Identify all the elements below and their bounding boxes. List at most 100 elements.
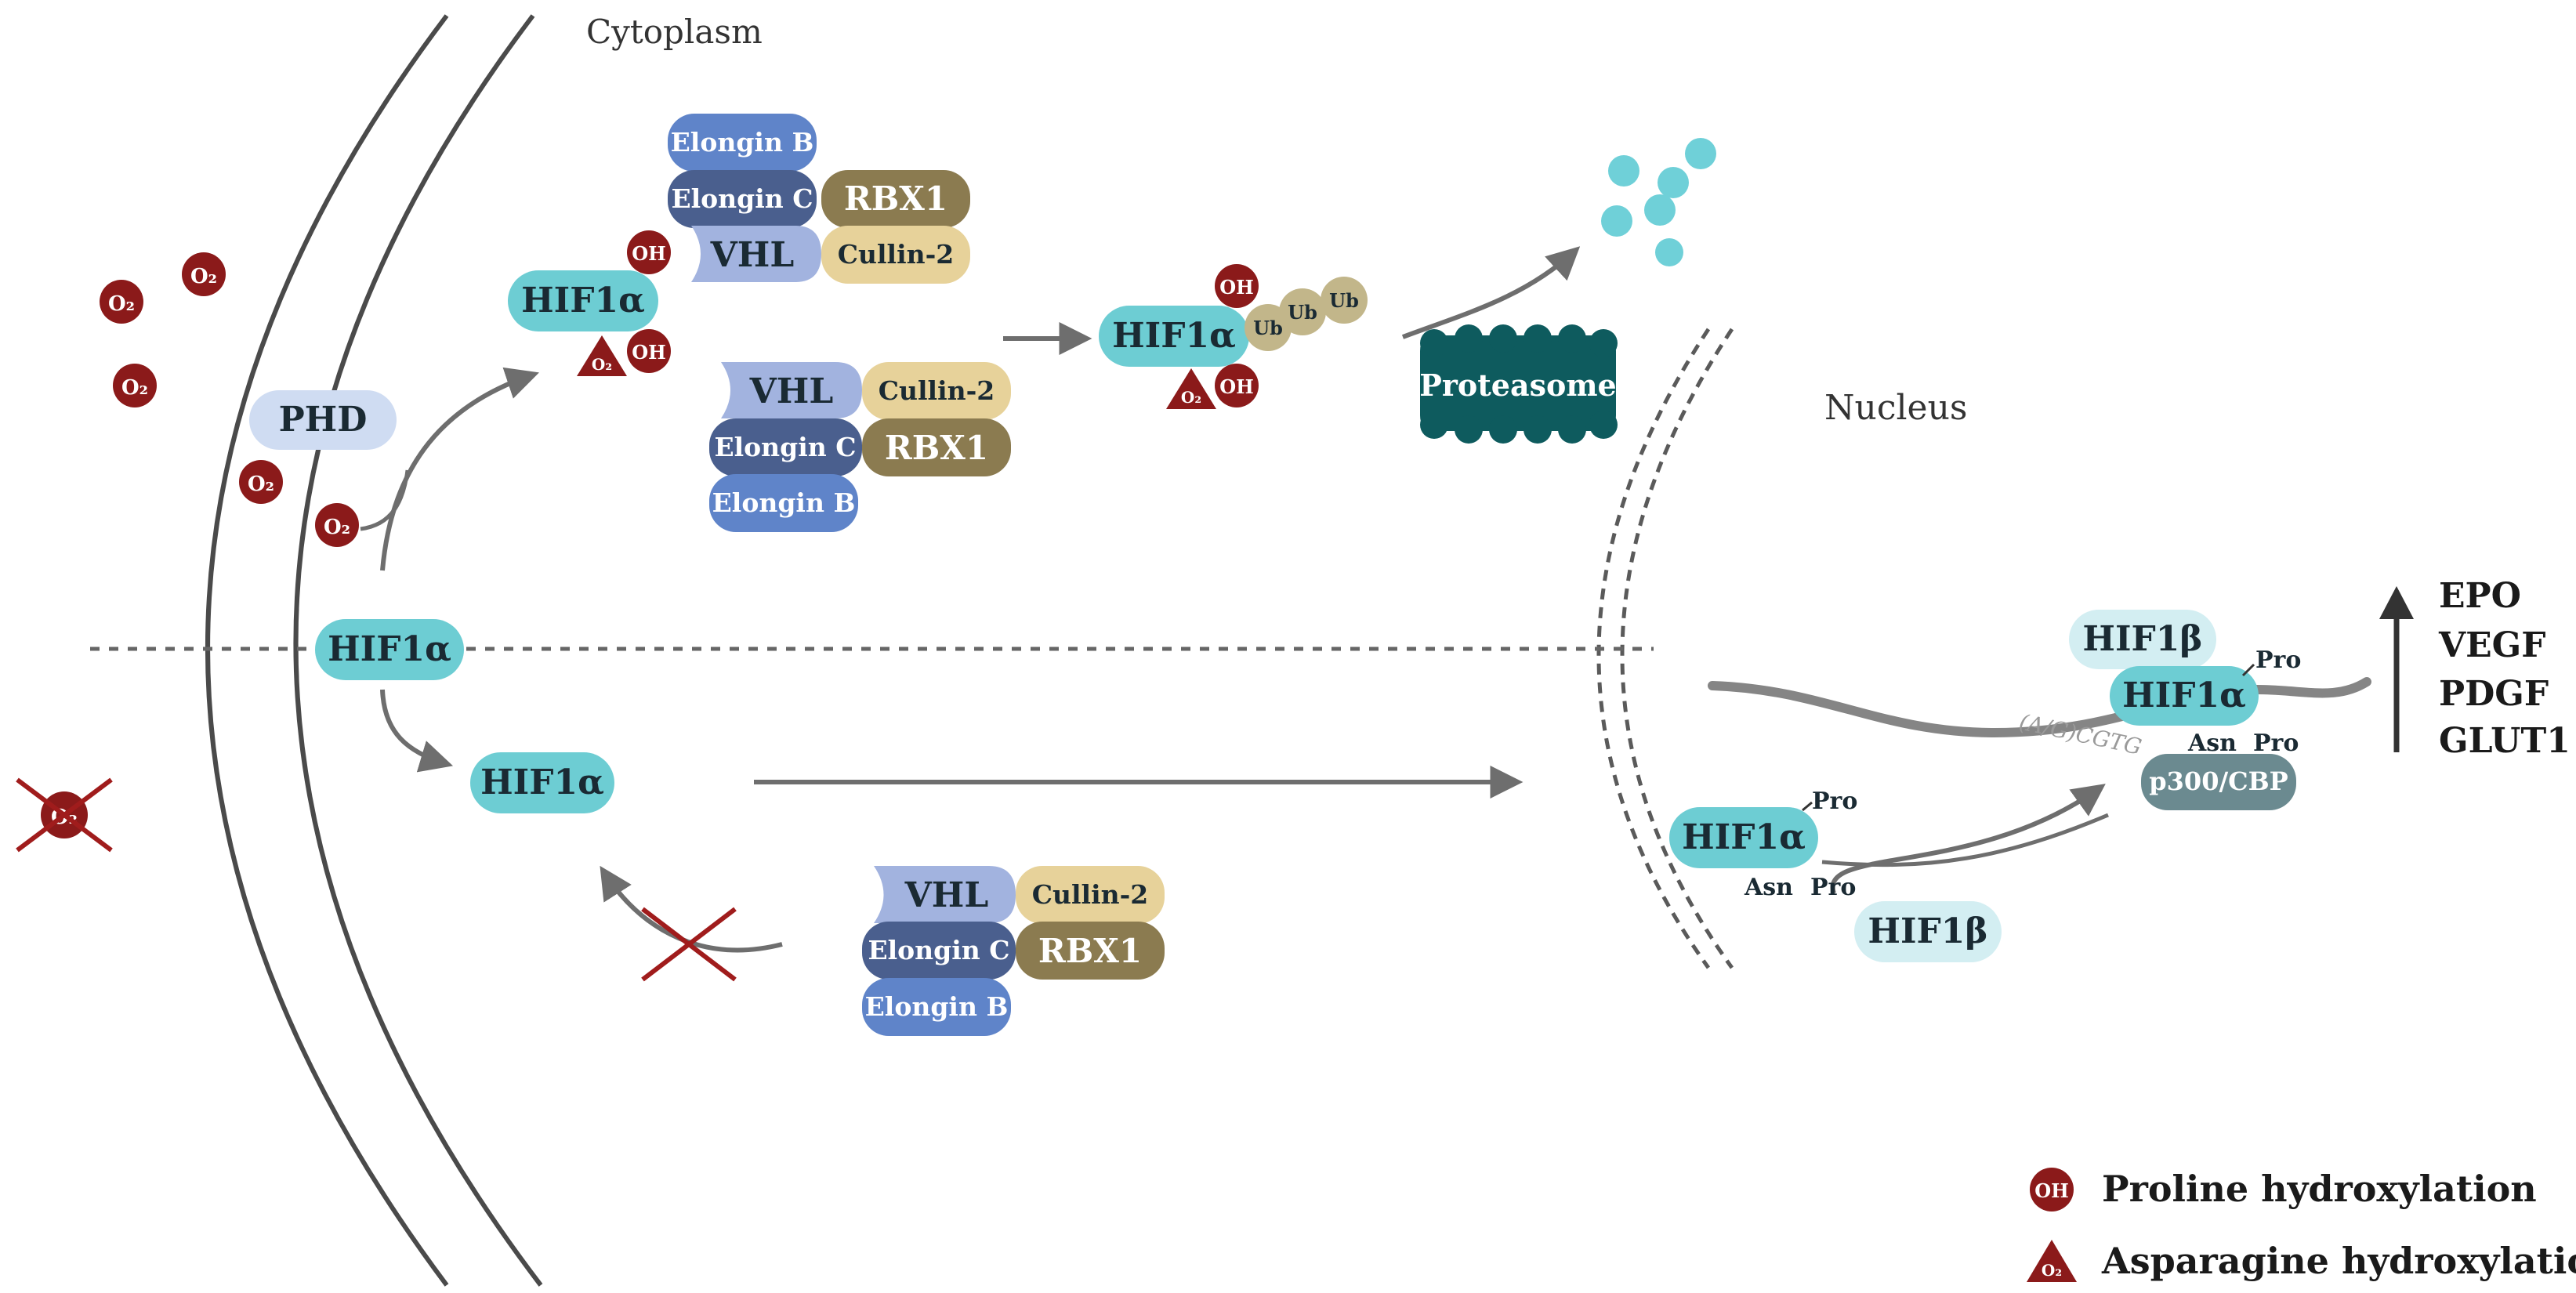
svg-text:HIF1α: HIF1α bbox=[521, 281, 645, 321]
ubiquitin-chain: Ub Ub Ub bbox=[1245, 277, 1368, 351]
residue-asn-label: Asn bbox=[2187, 730, 2237, 757]
hif1b-free: HIF1β bbox=[1854, 901, 2002, 962]
svg-text:Elongin C: Elongin C bbox=[671, 183, 813, 214]
residue-pro-label: Pro bbox=[2255, 646, 2301, 674]
asparagine-o2-mark: O₂ bbox=[577, 335, 627, 376]
svg-text:OH: OH bbox=[632, 341, 666, 364]
svg-text:Cullin-2: Cullin-2 bbox=[838, 239, 955, 270]
legend-asparagine-icon: O₂ bbox=[2027, 1240, 2077, 1282]
arrow-o2-feed bbox=[360, 469, 410, 531]
proline-oh-mark: OH bbox=[627, 329, 671, 373]
residue-tick bbox=[2241, 663, 2255, 677]
elongin-c-block: Elongin C bbox=[709, 418, 862, 476]
elongin-c-block: Elongin C bbox=[668, 170, 817, 228]
svg-text:HIF1α: HIF1α bbox=[480, 762, 604, 802]
rbx1-block: RBX1 bbox=[862, 418, 1011, 476]
svg-text:O₂: O₂ bbox=[248, 473, 274, 496]
svg-text:OH: OH bbox=[1219, 375, 1254, 398]
svg-text:Elongin C: Elongin C bbox=[868, 935, 1009, 965]
hif1a-hydroxylated: HIF1α bbox=[508, 270, 658, 331]
svg-text:O₂: O₂ bbox=[1181, 388, 1201, 407]
proline-oh-mark: OH bbox=[1215, 364, 1259, 407]
svg-text:O₂: O₂ bbox=[121, 376, 148, 400]
ubiquitin: Ub bbox=[1279, 288, 1326, 335]
svg-text:OH: OH bbox=[2034, 1179, 2069, 1202]
target-gene-list: EPO VEGF PDGF GLUT1 bbox=[2438, 576, 2571, 761]
target-gene: VEGF bbox=[2438, 625, 2546, 665]
hif1a-ubiquitinated: HIF1α bbox=[1099, 306, 1249, 367]
legend: OH Proline hydroxylation O₂ Asparagine h… bbox=[2027, 1168, 2576, 1282]
ubiquitin: Ub bbox=[1321, 277, 1368, 324]
arrow-dimerization bbox=[1830, 784, 2106, 894]
svg-text:O₂: O₂ bbox=[190, 265, 217, 288]
elongin-c-block: Elongin C bbox=[862, 922, 1016, 980]
oxygen-molecule: O₂ bbox=[113, 364, 157, 407]
cytoplasm-label: Cytoplasm bbox=[586, 13, 763, 51]
proline-oh-mark: OH bbox=[1215, 264, 1259, 308]
svg-text:HIF1α: HIF1α bbox=[1682, 817, 1806, 857]
residue-pro-label: Pro bbox=[1810, 874, 1856, 901]
residue-pro-label: Pro bbox=[2253, 730, 2299, 757]
proteasome: Proteasome bbox=[1419, 324, 1618, 444]
arrow-hydroxylation bbox=[380, 367, 539, 571]
oxygen-molecule: O₂ bbox=[315, 503, 359, 547]
oxygen-molecule: O₂ bbox=[239, 460, 283, 504]
rbx1-block: RBX1 bbox=[1016, 922, 1165, 980]
nuclear-membrane-inner bbox=[1620, 328, 1734, 969]
arrow-blocked-recognition bbox=[600, 865, 783, 953]
proline-oh-mark: OH bbox=[627, 230, 671, 274]
target-gene: GLUT1 bbox=[2439, 721, 2571, 761]
legend-proline-icon: OH bbox=[2030, 1168, 2074, 1212]
svg-text:Ub: Ub bbox=[1288, 301, 1317, 324]
nuclear-membrane-outer bbox=[1596, 328, 1711, 969]
svg-text:HIF1β: HIF1β bbox=[2082, 619, 2202, 659]
svg-text:OH: OH bbox=[632, 242, 666, 265]
legend-asparagine-label: Asparagine hydroxylation bbox=[2101, 1240, 2576, 1282]
svg-text:Ub: Ub bbox=[1253, 317, 1283, 339]
target-gene: PDGF bbox=[2439, 674, 2549, 714]
svg-text:VHL: VHL bbox=[904, 875, 989, 915]
svg-text:RBX1: RBX1 bbox=[844, 179, 947, 218]
phd-enzyme: PHD bbox=[249, 390, 397, 450]
cell-membrane-inner bbox=[293, 14, 543, 1287]
vhl-block: VHL bbox=[721, 362, 862, 418]
oxygen-molecule: O₂ bbox=[182, 252, 226, 296]
vhl-block: VHL bbox=[874, 866, 1016, 923]
svg-text:O₂: O₂ bbox=[592, 355, 612, 374]
residue-tick bbox=[1802, 801, 1813, 812]
svg-text:Ub: Ub bbox=[1329, 289, 1359, 312]
target-gene: EPO bbox=[2439, 576, 2521, 616]
svg-text:p300/CBP: p300/CBP bbox=[2149, 766, 2288, 796]
hif1a-nuclear: HIF1α bbox=[1669, 807, 1818, 868]
nucleus-label: Nucleus bbox=[1824, 388, 1968, 428]
svg-text:O₂: O₂ bbox=[108, 292, 135, 316]
upregulation-arrowhead bbox=[2379, 586, 2414, 619]
blocked-cross bbox=[641, 907, 737, 982]
svg-text:Elongin B: Elongin B bbox=[712, 487, 856, 518]
svg-text:O₂: O₂ bbox=[2042, 1261, 2062, 1280]
svg-text:O₂: O₂ bbox=[324, 516, 350, 539]
dna-strand bbox=[1708, 677, 2371, 738]
oxygen-molecule: O₂ bbox=[100, 280, 143, 324]
legend-proline-label: Proline hydroxylation bbox=[2102, 1168, 2537, 1210]
hif1a-stabilized: HIF1α bbox=[470, 752, 614, 813]
vhl-block: VHL bbox=[691, 226, 821, 282]
arrow-hypoxia-stabilize bbox=[380, 689, 454, 773]
absent-oxygen: O₂ bbox=[16, 777, 113, 853]
svg-text:HIF1α: HIF1α bbox=[2122, 675, 2246, 715]
svg-text:Proteasome: Proteasome bbox=[1419, 368, 1616, 403]
hif1b-bound: HIF1β bbox=[2069, 610, 2216, 669]
svg-text:Elongin C: Elongin C bbox=[714, 432, 856, 462]
degraded-fragments bbox=[1601, 138, 1716, 266]
hif1a-central: HIF1α bbox=[315, 619, 464, 680]
residue-asn-label: Asn bbox=[1744, 874, 1793, 901]
vhl-complex-top: Elongin B Elongin C RBX1 VHL Cullin-2 bbox=[668, 114, 970, 284]
free-oxygen-molecules: O₂ O₂ O₂ O₂ O₂ bbox=[100, 252, 359, 547]
hif1a-bound: HIF1α bbox=[2110, 666, 2259, 726]
elongin-b-block: Elongin B bbox=[668, 114, 817, 172]
svg-text:HIF1β: HIF1β bbox=[1868, 911, 1987, 951]
svg-text:RBX1: RBX1 bbox=[1038, 932, 1142, 970]
cullin2-block: Cullin-2 bbox=[862, 362, 1011, 420]
rbx1-block: RBX1 bbox=[821, 170, 970, 228]
